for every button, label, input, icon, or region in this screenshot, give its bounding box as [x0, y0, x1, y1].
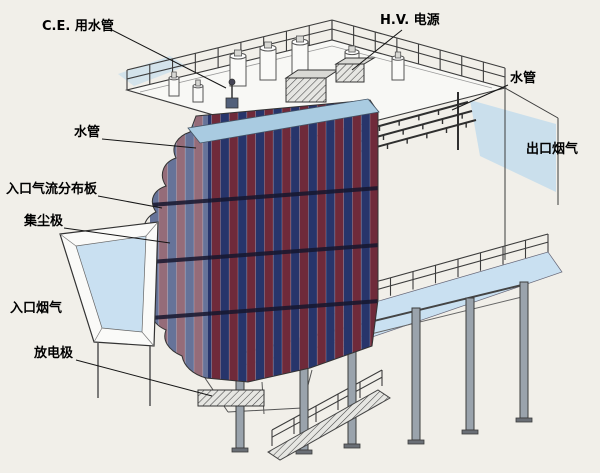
label-ce-water-pipe: C.E. 用水管 [42, 18, 114, 34]
label-discharge-electrode: 放电极 [33, 345, 74, 361]
plate-straps [149, 186, 378, 320]
staircase [267, 389, 391, 461]
label-outlet-flue-gas: 出口烟气 [526, 141, 578, 157]
discharge-electrode-frame [197, 389, 265, 407]
outlet-housing [504, 87, 559, 260]
duct-supports [97, 342, 151, 406]
label-inlet-distribution-plate: 入口气流分布板 [6, 181, 98, 197]
labels: C.E. 用水管 H.V. 电源 水管 水管 出口烟气 入口气流分布板 集尘极 … [6, 12, 578, 361]
label-water-pipe-right: 水管 [510, 70, 536, 86]
inlet-duct [59, 221, 159, 406]
label-dust-collecting-electrode: 集尘极 [23, 213, 64, 229]
shading-washes [118, 56, 556, 192]
top-left-wash [118, 56, 186, 86]
outlet-gas-wash [470, 100, 556, 192]
label-hv-power: H.V. 电源 [380, 12, 440, 28]
rapper-motor [225, 78, 239, 109]
hv-transformer-boxes [284, 57, 376, 103]
plate-block-top [187, 98, 380, 144]
label-inlet-flue-gas: 入口烟气 [10, 300, 62, 316]
leader-lines [63, 29, 509, 397]
collecting-plate-block [149, 100, 378, 382]
label-water-pipe-left: 水管 [74, 124, 100, 140]
